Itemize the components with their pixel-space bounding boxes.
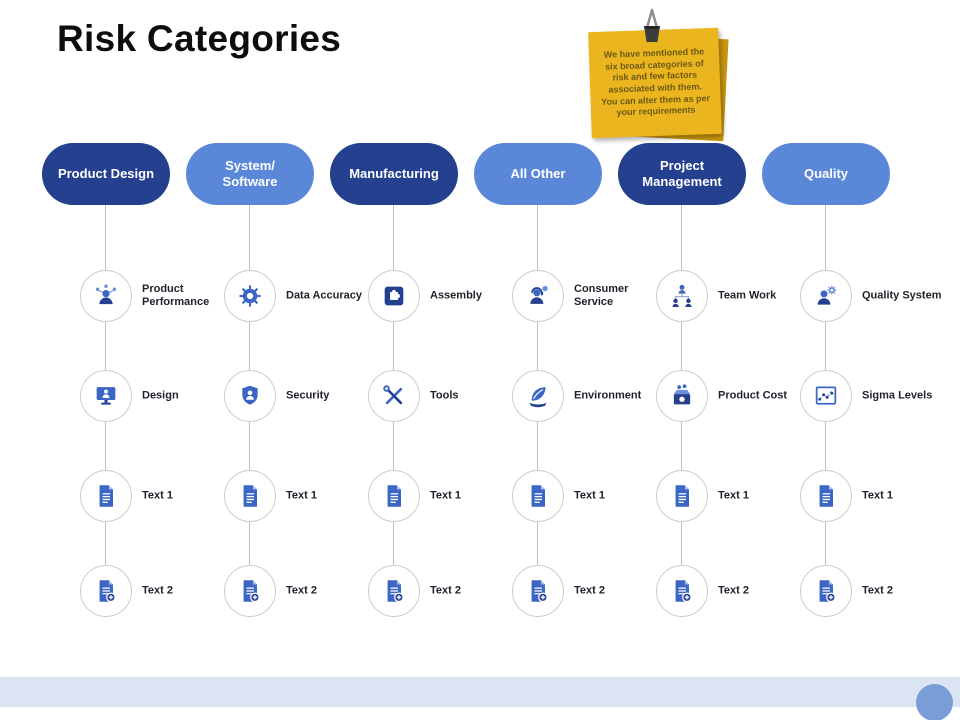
node-circle: [80, 565, 132, 617]
org-chart-icon: [668, 282, 696, 310]
document-plus-icon: [524, 577, 552, 605]
footer-band: [0, 677, 960, 707]
category-pill-project-management: Project Management: [618, 143, 746, 205]
monitor-person-icon: [92, 382, 120, 410]
node-label: Product Performance: [142, 282, 210, 308]
node-label: Assembly: [430, 289, 482, 302]
person-gear-icon: [812, 282, 840, 310]
node-circle: [368, 370, 420, 422]
gear-icon: [236, 282, 264, 310]
node-label: Text 2: [718, 584, 749, 597]
category-column-project-management: Project Management Team Work Product Cos…: [610, 143, 787, 663]
category-pill-manufacturing: Manufacturing: [330, 143, 458, 205]
node-label: Security: [286, 389, 330, 402]
puzzle-icon: [380, 282, 408, 310]
footer-accent-circle: [916, 684, 953, 720]
node-label: Design: [142, 389, 179, 402]
node-circle: [656, 270, 708, 322]
document-icon: [668, 482, 696, 510]
node-circle: [224, 370, 276, 422]
leaf-hands-icon: [524, 382, 552, 410]
document-icon: [812, 482, 840, 510]
node-circle: [80, 270, 132, 322]
cost-box-icon: [668, 382, 696, 410]
node-circle: [224, 565, 276, 617]
document-plus-icon: [812, 577, 840, 605]
people-network-icon: [92, 282, 120, 310]
node-label: Text 2: [286, 584, 317, 597]
document-icon: [92, 482, 120, 510]
node-circle: [800, 370, 852, 422]
node-circle: [656, 470, 708, 522]
category-column-system-software: System/ Software Data Accuracy Security …: [178, 143, 362, 663]
node-circle: [224, 270, 276, 322]
node-label: Product Cost: [718, 389, 788, 402]
node-circle: [800, 470, 852, 522]
node-label: Data Accuracy: [286, 289, 363, 302]
node-circle: [800, 270, 852, 322]
headset-person-icon: [524, 282, 552, 310]
category-columns: Product Design Product Performance Desig…: [34, 143, 941, 663]
slide-title: Risk Categories: [57, 18, 342, 59]
node-label: Text 1: [862, 489, 893, 502]
document-icon: [236, 482, 264, 510]
node-label: Text 1: [430, 489, 461, 502]
node-circle: [368, 470, 420, 522]
node-circle: [512, 370, 564, 422]
node-circle: [656, 565, 708, 617]
node-circle: [800, 565, 852, 617]
node-label: Text 1: [574, 489, 605, 502]
node-circle: [80, 370, 132, 422]
node-label: Text 2: [862, 584, 893, 597]
document-plus-icon: [668, 577, 696, 605]
binder-clip-icon: [644, 8, 660, 42]
node-circle: [224, 470, 276, 522]
node-circle: [512, 565, 564, 617]
node-circle: [80, 470, 132, 522]
document-icon: [524, 482, 552, 510]
node-label: Team Work: [718, 289, 777, 302]
node-circle: [368, 270, 420, 322]
node-label: Text 2: [574, 584, 605, 597]
node-circle: [656, 370, 708, 422]
document-plus-icon: [380, 577, 408, 605]
node-label: Sigma Levels: [862, 389, 933, 402]
node-label: Tools: [430, 389, 459, 402]
node-circle: [368, 565, 420, 617]
node-label: Text 2: [142, 584, 173, 597]
category-pill-system-software: System/ Software: [186, 143, 314, 205]
node-circle: [512, 470, 564, 522]
node-label: Environment: [574, 389, 642, 402]
chart-icon: [812, 382, 840, 410]
category-pill-all-other: All Other: [474, 143, 602, 205]
document-plus-icon: [92, 577, 120, 605]
category-column-quality: Quality Quality System Sigma Levels Text…: [754, 143, 941, 663]
document-plus-icon: [236, 577, 264, 605]
node-label: Consumer Service: [574, 282, 629, 308]
node-label: Quality System: [862, 289, 942, 302]
category-pill-product-design: Product Design: [42, 143, 170, 205]
node-label: Text 1: [142, 489, 173, 502]
sticky-note: We have mentioned the six broad categori…: [588, 8, 732, 146]
category-column-product-design: Product Design Product Performance Desig…: [34, 143, 209, 663]
node-label: Text 2: [430, 584, 461, 597]
document-icon: [380, 482, 408, 510]
category-column-all-other: All Other Consumer Service Environment T…: [466, 143, 641, 663]
category-pill-quality: Quality: [762, 143, 890, 205]
sticky-note-text: We have mentioned the six broad categori…: [601, 46, 711, 118]
shield-icon: [236, 382, 264, 410]
node-label: Text 1: [286, 489, 317, 502]
category-column-manufacturing: Manufacturing Assembly Tools Text 1 Text…: [322, 143, 482, 663]
tools-icon: [380, 382, 408, 410]
node-circle: [512, 270, 564, 322]
node-label: Text 1: [718, 489, 749, 502]
